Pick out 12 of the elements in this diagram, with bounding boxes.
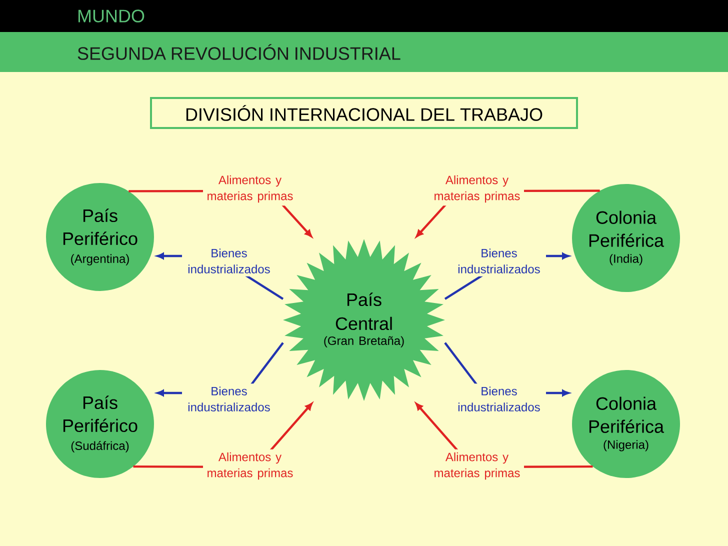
edge-label: Bienes industrializados bbox=[452, 384, 546, 414]
edge-label: Alimentos y materias primas bbox=[203, 172, 297, 206]
starburst: País Central (Gran Bretaña) bbox=[283, 239, 445, 401]
edge-label: Bienes industrializados bbox=[182, 384, 276, 414]
header-band: SEGUNDA REVOLUCIÓN INDUSTRIAL bbox=[0, 32, 728, 72]
edge-label: Alimentos y materias primas bbox=[430, 449, 524, 483]
title-box: DIVISIÓN INTERNACIONAL DEL TRABAJO bbox=[150, 97, 578, 129]
edge-label: Bienes industrializados bbox=[182, 246, 276, 276]
edge-label: Alimentos y materias primas bbox=[430, 172, 524, 206]
header-band: MUNDO bbox=[0, 0, 728, 32]
edge-label: Alimentos y materias primas bbox=[203, 449, 297, 483]
edge-label: Bienes industrializados bbox=[452, 246, 546, 276]
